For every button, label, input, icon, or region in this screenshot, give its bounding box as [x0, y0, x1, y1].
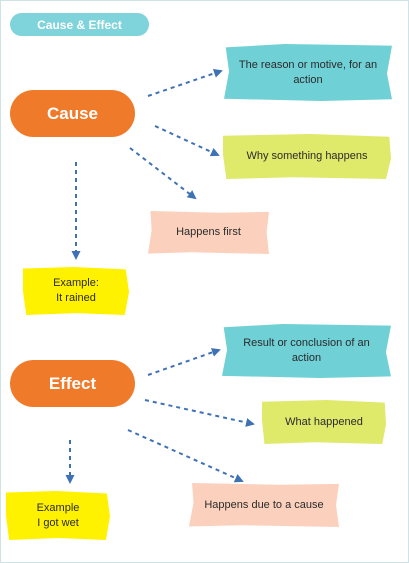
cause-example: Example: It rained: [23, 267, 129, 315]
arrow-cause-to-first: [129, 147, 197, 200]
diagram-title: Cause & Effect: [10, 13, 149, 36]
effect-note-what: What happened: [262, 400, 386, 444]
cause-note-why: Why something happens: [223, 134, 391, 179]
effect-note-due: Happens due to a cause: [189, 483, 339, 527]
effect-example-text: I got wet: [37, 516, 79, 529]
cause-example-heading: Example:: [53, 277, 99, 290]
cause-node: Cause: [10, 90, 135, 137]
arrow-cause-to-why: [154, 125, 220, 157]
effect-note-result: Result or conclusion of an action: [222, 324, 391, 378]
effect-example: Example I got wet: [6, 491, 110, 540]
cause-note-first: Happens first: [148, 211, 269, 254]
arrow-effect-to-what: [144, 399, 255, 427]
effect-node: Effect: [10, 360, 135, 407]
effect-example-heading: Example: [36, 501, 80, 514]
arrow-effect-to-due: [127, 429, 244, 483]
cause-example-text: It rained: [56, 292, 96, 304]
arrow-effect-to-result: [147, 348, 221, 376]
arrow-cause-to-reason: [147, 69, 223, 97]
cause-note-reason: The reason or motive, for an action: [224, 44, 392, 101]
